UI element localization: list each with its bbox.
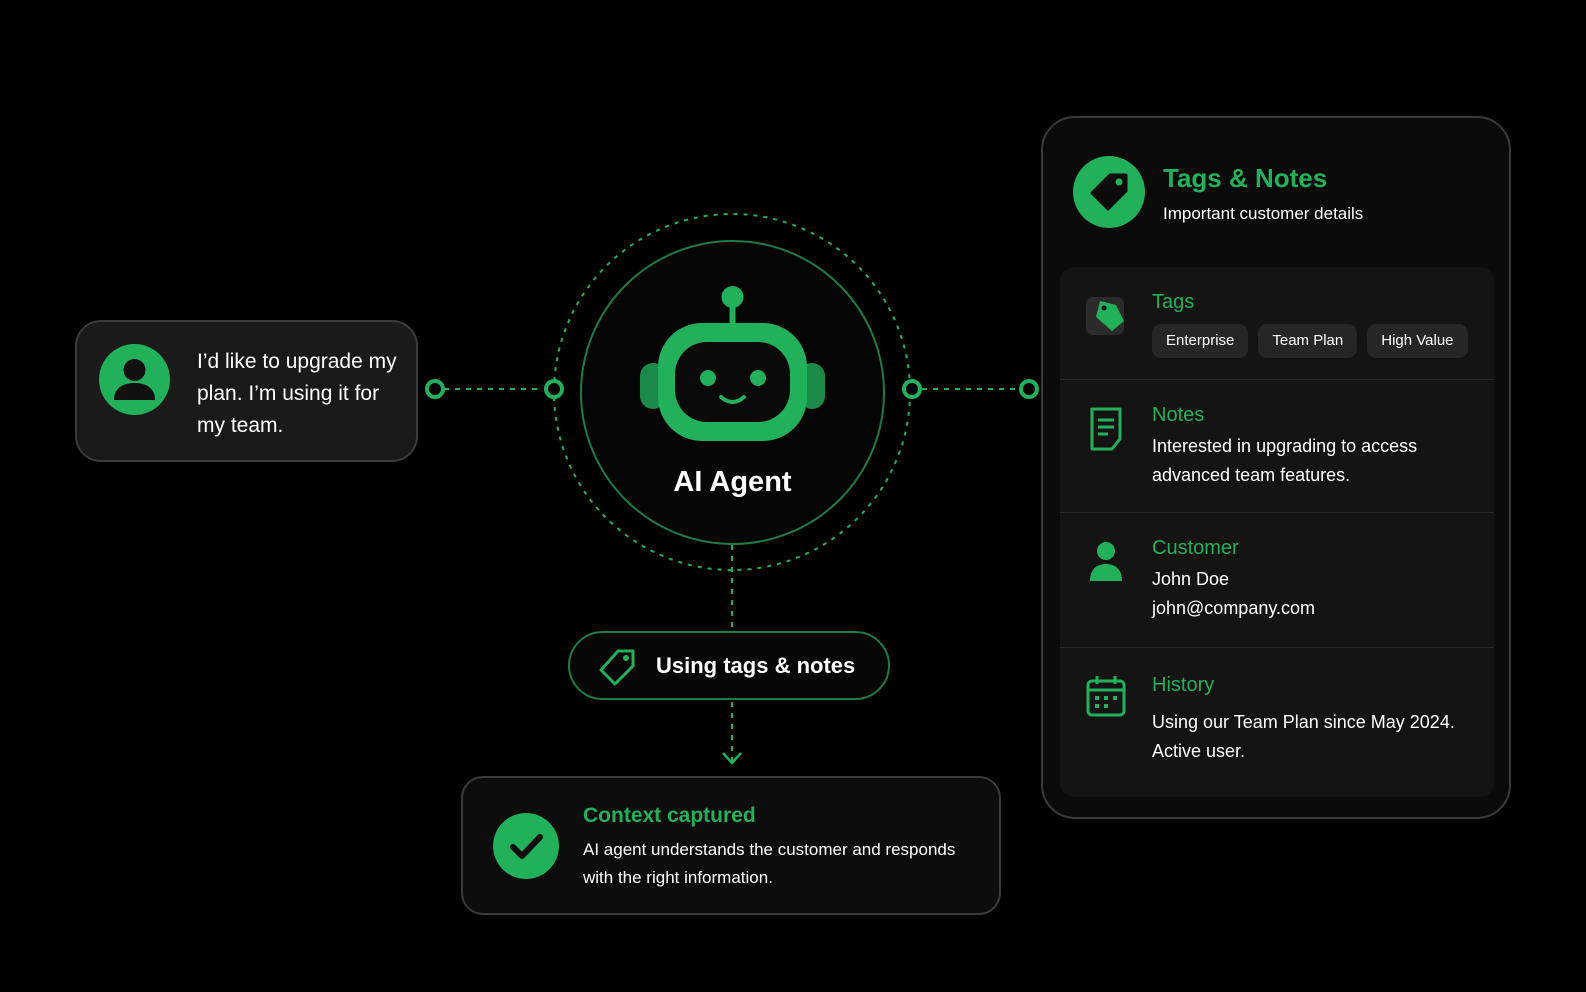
- calendar-icon: [1086, 676, 1126, 717]
- customer-section: Customer John Doe john@company.com: [1060, 513, 1494, 648]
- history-title: History: [1152, 674, 1215, 696]
- customer-email[interactable]: john@company.com: [1152, 598, 1316, 618]
- context-title: Context captured: [583, 804, 756, 827]
- notes-title: Notes: [1152, 404, 1205, 426]
- person-icon: [1090, 542, 1122, 581]
- arrow-down-icon: [722, 752, 742, 765]
- agent-label: AI Agent: [673, 466, 792, 498]
- tag-icon: [1073, 156, 1145, 228]
- tags-icon: [1086, 297, 1124, 335]
- node-dot-agent-left: [544, 379, 564, 399]
- user-message-text: I’d like to upgrade my plan. I’m using i…: [197, 350, 397, 437]
- notes-section: Notes Interested in upgrading to access …: [1060, 380, 1494, 513]
- using-tags-pill: Using tags & notes: [568, 631, 890, 700]
- panel-title: Tags & Notes: [1163, 163, 1328, 193]
- user-avatar-icon: [99, 344, 170, 415]
- history-text: Using our Team Plan since May 2024. Acti…: [1152, 712, 1455, 761]
- notes-text: Interested in upgrading to access advanc…: [1152, 436, 1418, 485]
- node-dot-agent-right: [902, 379, 922, 399]
- tag-chip[interactable]: High Value: [1367, 324, 1468, 358]
- tag-chip[interactable]: Enterprise: [1152, 324, 1249, 358]
- tags-section: Tags Enterprise Team Plan High Value: [1060, 267, 1494, 380]
- tag-chip-row: Enterprise Team Plan High Value: [1152, 324, 1468, 358]
- panel-subtitle: Important customer details: [1163, 204, 1364, 223]
- history-section: History Using our Team Plan since May 20…: [1060, 648, 1494, 797]
- using-tags-label: Using tags & notes: [656, 653, 856, 678]
- document-icon: [1090, 407, 1122, 451]
- check-icon: [493, 813, 559, 879]
- node-dot-panel: [1019, 379, 1039, 399]
- tag-chip[interactable]: Team Plan: [1258, 324, 1358, 358]
- robot-icon: [640, 286, 825, 441]
- user-message-card: I’d like to upgrade my plan. I’m using i…: [75, 320, 418, 462]
- context-captured-card: Context captured AI agent understands th…: [461, 776, 1001, 915]
- tags-notes-panel: Tags & Notes Important customer details …: [1041, 116, 1511, 819]
- tag-outline-icon: [599, 649, 635, 686]
- customer-title: Customer: [1152, 537, 1239, 559]
- context-description: AI agent understands the customer and re…: [583, 840, 956, 887]
- panel-body: Tags Enterprise Team Plan High Value Not…: [1060, 267, 1494, 797]
- customer-name: John Doe: [1152, 569, 1230, 589]
- tags-title: Tags: [1152, 291, 1195, 313]
- node-dot-user: [425, 379, 445, 399]
